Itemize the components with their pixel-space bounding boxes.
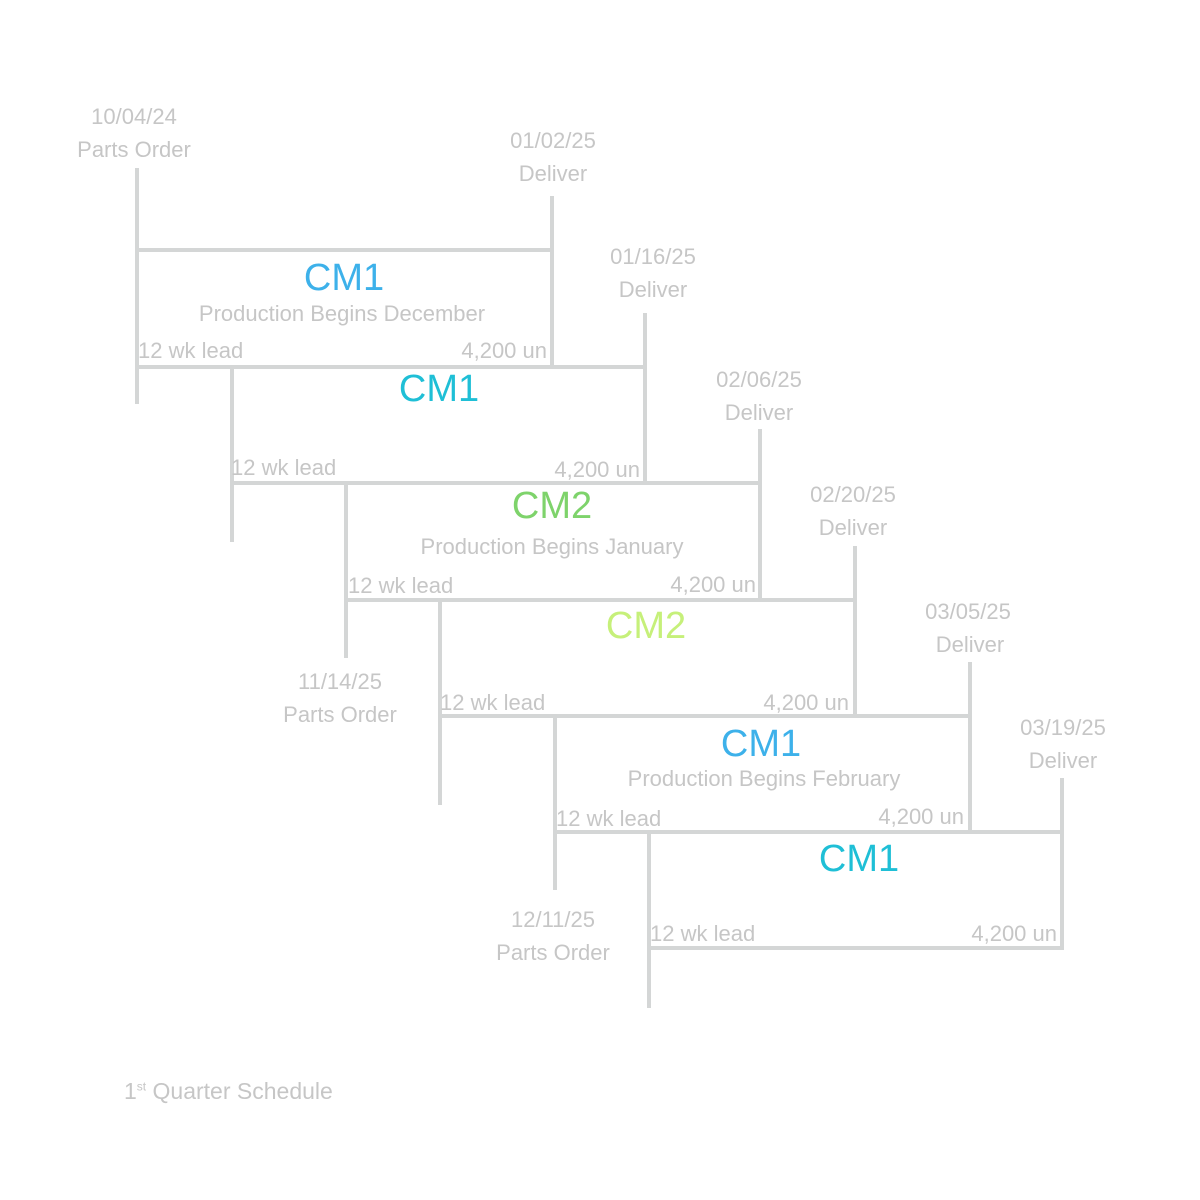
parts-order-label: Parts Order — [496, 940, 610, 965]
batch-units: 4,200 un — [971, 921, 1057, 946]
delivery-label: Deliver — [819, 515, 887, 540]
batch-3: CM2 Production Begins January 12 wk lead… — [348, 485, 756, 598]
delivery-labels: 01/02/25 Deliver 01/16/25 Deliver 02/06/… — [510, 128, 1106, 773]
batch-lead: 12 wk lead — [440, 690, 545, 715]
parts-order-label: Parts Order — [77, 137, 191, 162]
schedule-caption: 1st Quarter Schedule — [124, 1078, 333, 1105]
parts-order-date: 11/14/25 — [298, 669, 382, 694]
batch-name: CM2 — [606, 605, 686, 647]
batch-lead: 12 wk lead — [556, 806, 661, 831]
batch-units: 4,200 un — [763, 690, 849, 715]
delivery-date: 03/05/25 — [925, 599, 1011, 624]
batch-6: CM1 12 wk lead 4,200 un — [650, 838, 1057, 946]
batch-4: CM2 12 wk lead 4,200 un — [440, 605, 849, 715]
batch-note: Production Begins February — [628, 766, 901, 791]
caption-ordinal-suffix: st — [136, 1079, 147, 1094]
delivery-date: 02/20/25 — [810, 482, 896, 507]
schedule-lines — [135, 168, 1064, 1008]
delivery-date: 02/06/25 — [716, 367, 802, 392]
batch-name: CM1 — [721, 723, 801, 765]
batch-units: 4,200 un — [670, 572, 756, 597]
delivery-label: Deliver — [936, 632, 1004, 657]
delivery-date: 01/02/25 — [510, 128, 596, 153]
batch-name: CM1 — [399, 368, 479, 410]
delivery-date: 03/19/25 — [1020, 715, 1106, 740]
batch-lead: 12 wk lead — [650, 921, 755, 946]
batch-2: CM1 12 wk lead 4,200 un — [231, 368, 640, 482]
batch-5: CM1 Production Begins February 12 wk lea… — [556, 723, 964, 831]
batch-1: CM1 Production Begins December 12 wk lea… — [138, 257, 547, 363]
delivery-label: Deliver — [1029, 748, 1097, 773]
batch-name: CM1 — [819, 838, 899, 880]
delivery-label: Deliver — [619, 277, 687, 302]
batch-note: Production Begins December — [199, 301, 485, 326]
parts-order-labels: 10/04/24 Parts Order 11/14/25 Parts Orde… — [77, 104, 610, 965]
delivery-date: 01/16/25 — [610, 244, 696, 269]
caption-text: Quarter Schedule — [146, 1078, 333, 1104]
batch-name: CM1 — [304, 257, 384, 299]
batch-note: Production Begins January — [421, 534, 684, 559]
batch-name: CM2 — [512, 485, 592, 527]
batch-units: 4,200 un — [878, 804, 964, 829]
batch-lead: 12 wk lead — [348, 573, 453, 598]
delivery-label: Deliver — [725, 400, 793, 425]
batch-lead: 12 wk lead — [138, 338, 243, 363]
batch-units: 4,200 un — [461, 338, 547, 363]
parts-order-date: 10/04/24 — [91, 104, 177, 129]
batch-units: 4,200 un — [554, 457, 640, 482]
caption-ordinal: 1 — [124, 1078, 137, 1104]
batch-lead: 12 wk lead — [231, 455, 336, 480]
parts-order-date: 12/11/25 — [511, 907, 595, 932]
parts-order-label: Parts Order — [283, 702, 397, 727]
delivery-label: Deliver — [519, 161, 587, 186]
